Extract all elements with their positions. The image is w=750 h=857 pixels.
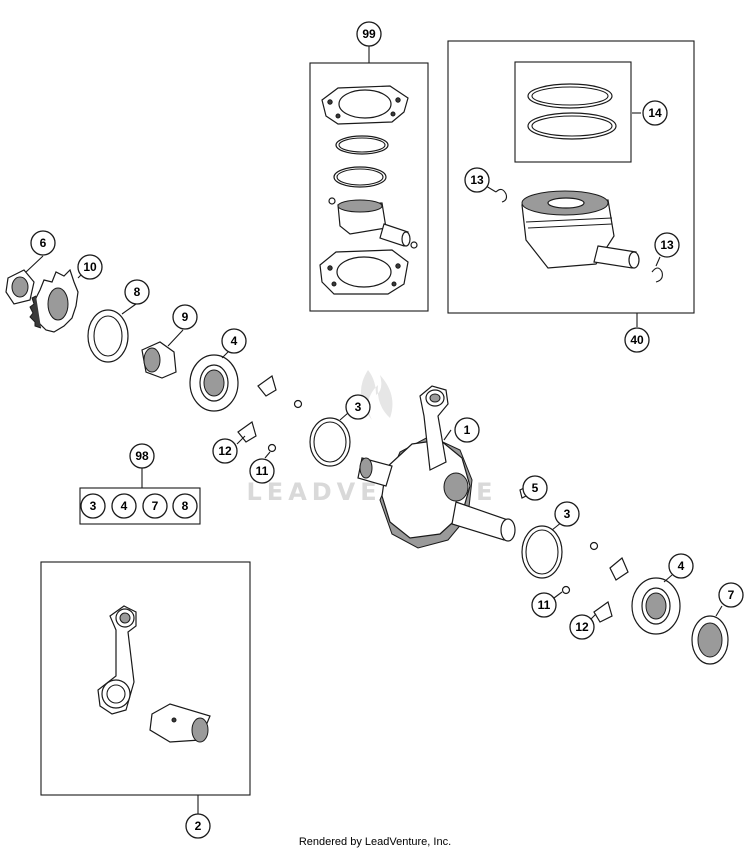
callout-12b[interactable]: 12 <box>569 614 595 640</box>
callout-3a[interactable]: 3 <box>345 394 371 420</box>
footer-credit: Rendered by LeadVenture, Inc. <box>298 836 452 848</box>
kit98-item-8[interactable]: 8 <box>172 493 198 519</box>
svg-text:8: 8 <box>182 499 189 513</box>
screw-left-lower <box>267 443 277 453</box>
shim-right <box>521 525 563 579</box>
svg-text:13: 13 <box>660 238 674 252</box>
callout-3b[interactable]: 3 <box>554 501 580 527</box>
kit-14-frame <box>514 61 632 163</box>
svg-text:7: 7 <box>152 499 159 513</box>
piston-ring-second <box>333 166 387 188</box>
callout-5[interactable]: 5 <box>522 475 548 501</box>
base-gasket-bore <box>336 256 392 288</box>
connecting-rod <box>419 385 449 471</box>
callout-7[interactable]: 7 <box>718 582 744 608</box>
callout-8[interactable]: 8 <box>124 279 150 305</box>
kit98-item-4[interactable]: 4 <box>111 493 137 519</box>
ring-set-upper <box>527 83 613 109</box>
callout-11b[interactable]: 11 <box>531 592 557 618</box>
callout-6[interactable]: 6 <box>30 230 56 256</box>
clip-small <box>328 197 336 205</box>
svg-text:98: 98 <box>135 449 149 463</box>
svg-text:9: 9 <box>182 310 189 324</box>
callout-14[interactable]: 14 <box>642 100 668 126</box>
circlip-right <box>651 267 663 283</box>
callout-9[interactable]: 9 <box>172 304 198 330</box>
piston-ring-top <box>335 135 389 155</box>
left-side-parts <box>5 255 351 467</box>
callout-99[interactable]: 99 <box>356 21 382 47</box>
svg-text:6: 6 <box>40 236 47 250</box>
kit-2-frame <box>40 561 251 796</box>
piston-pin-small <box>379 223 409 247</box>
head-gasket-bore <box>338 89 392 119</box>
screw-right-lower <box>561 585 571 595</box>
watermark-flame-icon <box>360 370 393 420</box>
kit98-item-7[interactable]: 7 <box>142 493 168 519</box>
svg-text:3: 3 <box>564 507 571 521</box>
ring-set-lower <box>527 112 617 140</box>
callout-10[interactable]: 10 <box>77 254 103 280</box>
bearing-retainer-left-lower <box>237 421 257 443</box>
callout-4a[interactable]: 4 <box>221 328 247 354</box>
bearing-retainer-left-upper <box>257 375 277 397</box>
svg-text:2: 2 <box>195 819 202 833</box>
svg-text:11: 11 <box>538 598 551 612</box>
right-side-parts <box>519 485 729 665</box>
svg-text:12: 12 <box>575 620 589 634</box>
svg-text:13: 13 <box>470 173 484 187</box>
piston-large <box>521 199 615 269</box>
screw-left-upper <box>293 399 303 409</box>
circlip-left <box>495 188 508 203</box>
svg-text:4: 4 <box>121 499 128 513</box>
callout-1[interactable]: 1 <box>454 417 480 443</box>
kit98-item-3[interactable]: 3 <box>80 493 106 519</box>
svg-text:7: 7 <box>728 588 735 602</box>
callout-40[interactable]: 40 <box>624 327 650 353</box>
callout-2[interactable]: 2 <box>185 813 211 839</box>
crank-output-end <box>451 501 509 541</box>
svg-text:11: 11 <box>256 464 269 478</box>
kit-40-frame <box>447 40 695 314</box>
kit-40 <box>447 40 695 327</box>
callout-4b[interactable]: 4 <box>668 553 694 579</box>
crankshaft <box>357 385 516 549</box>
svg-text:12: 12 <box>218 444 232 458</box>
callout-13a[interactable]: 13 <box>464 167 490 193</box>
callout-13b[interactable]: 13 <box>654 232 680 258</box>
callout-98[interactable]: 98 <box>129 443 155 469</box>
svg-text:99: 99 <box>362 27 376 41</box>
bearing-retainer-right-upper <box>609 557 629 581</box>
bearing-retainer-right-lower <box>593 601 613 623</box>
screw-right-upper <box>589 541 599 551</box>
svg-text:1: 1 <box>464 423 471 437</box>
shim-left <box>309 417 351 467</box>
primary-gear <box>29 268 79 333</box>
svg-text:4: 4 <box>231 334 238 348</box>
callout-11a[interactable]: 11 <box>249 458 275 484</box>
svg-text:3: 3 <box>355 400 362 414</box>
svg-text:4: 4 <box>678 559 685 573</box>
svg-text:40: 40 <box>630 333 644 347</box>
svg-text:5: 5 <box>532 481 539 495</box>
svg-text:3: 3 <box>90 499 97 513</box>
svg-text:10: 10 <box>83 260 97 274</box>
kit-98 <box>79 468 201 525</box>
kit-2 <box>40 561 251 814</box>
kit-98-frame <box>79 487 201 525</box>
callout-12a[interactable]: 12 <box>212 438 238 464</box>
svg-text:14: 14 <box>648 106 662 120</box>
svg-text:8: 8 <box>134 285 141 299</box>
kit-99 <box>309 46 429 312</box>
